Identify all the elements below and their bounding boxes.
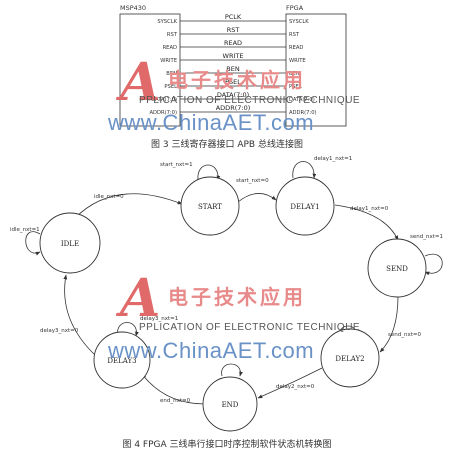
state-idle [39, 212, 101, 274]
state-delay3 [93, 331, 151, 389]
transition-delay1-to-send [334, 204, 399, 241]
self-loop-idle [25, 231, 41, 256]
state-delay2-label: DELAY2 [335, 355, 364, 363]
state-delay1 [275, 176, 335, 236]
self-loop-end [221, 363, 243, 377]
signal-name-label: ADDR(7:0) [216, 104, 251, 112]
fpga-pin-label: WRITE [289, 58, 306, 64]
fpga-pin-label: DATA(7:0) [289, 97, 315, 103]
label-idle-to-start: idle_nxt=0 [94, 194, 124, 200]
signal-name-label: DATA(7:0) [217, 91, 249, 99]
label-end-to-delay3: end_nxt=0 [160, 398, 191, 404]
label-delay3-self: delay3_nxt=1 [140, 316, 178, 322]
state-idle-label: IDLE [61, 240, 79, 248]
fpga-chip-title: FPGA [286, 4, 304, 12]
state-delay3-label: DELAY3 [107, 357, 136, 365]
msp430-chip-box [119, 13, 181, 127]
state-delay1-label: DELAY1 [290, 203, 319, 211]
signal-name-label: RST [227, 26, 240, 34]
label-idle-self: idle_nxt=1 [10, 227, 40, 233]
state-delay2 [320, 328, 380, 388]
state-send-label: SEND [386, 265, 408, 273]
msp430-pin-label: ADDR(7:0) [149, 110, 177, 116]
state-start [180, 176, 240, 236]
transition-send-to-delay2 [379, 295, 399, 353]
signal-name-label: WRITE [223, 52, 244, 60]
msp430-pin-label: SYSCLK [157, 19, 177, 25]
label-delay1-to-send: delay1_nxt=0 [350, 206, 389, 212]
fpga-pin-label: SYSCLK [289, 19, 309, 25]
transition-delay3-to-idle [63, 274, 97, 357]
state-start-label: START [198, 203, 222, 211]
msp430-pin-label: RST [167, 32, 178, 38]
signal-name-label: BEN [226, 65, 240, 73]
signal-name-label: READ [224, 39, 242, 47]
transition-idle-to-start [74, 193, 183, 219]
state-end-label: END [222, 401, 239, 409]
msp430-pin-label: READ [163, 45, 177, 51]
msp430-chip-title: MSP430 [120, 4, 146, 12]
msp430-pin-label: WRITE [160, 58, 177, 64]
label-delay3-to-idle: delay3_nxt=0 [40, 328, 79, 334]
msp430-pin-label: PSEL [164, 84, 177, 90]
figure4-caption: 图 4 FPGA 三线串行接口时序控制软件状态机转换图 [122, 440, 332, 450]
fpga-pin-label: ADDR(7:0) [289, 110, 317, 116]
fpga-pin-label: RST [289, 32, 300, 38]
label-delay1-self: delay1_nxt=1 [314, 156, 352, 162]
self-loop-start [197, 164, 221, 181]
state-send [367, 238, 427, 298]
fpga-pin-label: BEN [289, 71, 300, 77]
signal-name-label: PSEL [225, 78, 241, 86]
transition-end-to-delay3 [141, 373, 206, 405]
msp430-pin-label: BEN [166, 71, 177, 77]
fpga-chip-box [285, 13, 347, 127]
label-send-to-delay2: send_nxt=0 [388, 332, 421, 338]
state-end [202, 376, 258, 432]
transition-delay2-to-end [257, 367, 323, 399]
label-send-self: send_nxt=1 [410, 234, 443, 240]
fpga-pin-label: PSEL [289, 84, 302, 90]
label-start-to-delay1: start_nxt=0 [236, 178, 269, 184]
label-delay2-to-end: delay2_nxt=0 [276, 384, 315, 390]
signal-name-label: PCLK [225, 13, 242, 21]
fpga-pin-label: READ [289, 45, 303, 51]
figure3-caption: 图 3 三线寄存器接口 APB 总线连接图 [151, 140, 303, 150]
label-start-self: start_nxt=1 [160, 162, 193, 168]
msp430-pin-label: DATA(7:0) [151, 97, 177, 103]
self-loop-delay1 [292, 161, 317, 179]
self-loop-send [424, 253, 443, 276]
transition-start-to-delay1 [237, 193, 277, 203]
